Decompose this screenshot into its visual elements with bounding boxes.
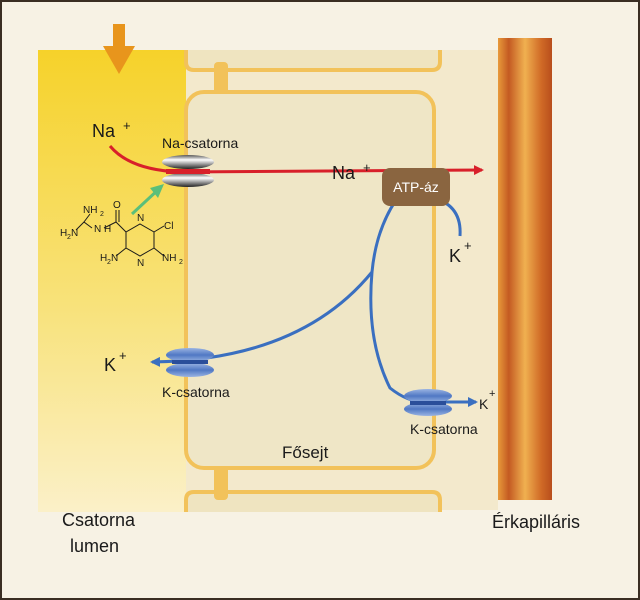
atom-h2n-left-n: N [71, 228, 78, 239]
potassium-label-capillary: K [479, 396, 489, 412]
capillary [498, 38, 552, 500]
atom-nh2-top: NH [83, 205, 97, 216]
potassium-charge-interstitial: + [464, 238, 472, 253]
tight-junction-top [214, 62, 228, 96]
neighbor-cell-top [184, 50, 442, 72]
atom-nh2-bottom-right: NH [162, 253, 176, 264]
k-channel-left-label: K-csatorna [162, 384, 230, 400]
amino-bond-left [115, 247, 127, 257]
atom-n-ring-bottom: N [137, 258, 144, 269]
inhibitor-arrow-head [150, 184, 164, 198]
potassium-charge-capillary: + [489, 388, 495, 400]
atom-n-amide-h: H [104, 224, 111, 235]
atom-chlorine: Cl [164, 221, 173, 232]
atom-oxygen: O [113, 200, 121, 211]
atom-h2n-bottom-sub: 2 [107, 259, 111, 266]
atom-h2n-bottom: H [100, 253, 107, 264]
atom-n-ring-top: N [137, 213, 144, 224]
tight-junction-bottom [214, 464, 228, 500]
neighbor-cell-bottom [184, 490, 442, 512]
potassium-label-lumen: K [104, 355, 116, 375]
atom-h2n-bottom-n: N [111, 253, 118, 264]
atom-n-amide: N [94, 224, 101, 235]
atom-nh2-top-sub: 2 [100, 211, 104, 218]
lumen-label-line2: lumen [70, 536, 119, 556]
k-channel-right-label: K-csatorna [410, 421, 478, 437]
ion-channel-icon [404, 389, 452, 416]
down-arrow-icon [103, 24, 135, 74]
atom-h2n-left: H [60, 228, 67, 239]
amiloride-atom-labels: NH 2 O H 2 N N H N Cl N H 2 N NH 2 [60, 200, 183, 269]
lumen-region [38, 50, 186, 512]
na-channel-label: Na-csatorna [162, 135, 238, 151]
principal-cell [184, 90, 436, 470]
amiloride-molecule [75, 210, 165, 257]
guanidine-bond-left [75, 221, 85, 231]
atpase-label: ATP-áz [393, 179, 439, 195]
amino-bond-right [153, 247, 165, 257]
atom-nh2-bottom-right-sub: 2 [179, 259, 183, 266]
potassium-charge-lumen: + [119, 348, 127, 363]
sodium-charge-lumen: + [123, 118, 131, 133]
atpase-pump [382, 168, 450, 206]
potassium-label-interstitial: K [449, 246, 461, 266]
capillary-label: Érkapilláris [492, 512, 580, 532]
sodium-charge-cell: + [363, 160, 371, 175]
potassium-path-left [150, 199, 398, 367]
ion-channel-icon [166, 348, 214, 377]
sodium-label-lumen: Na [92, 121, 116, 141]
principal-cell-label: Fősejt [282, 443, 329, 462]
ion-channel-icon [162, 155, 214, 187]
atom-h2n-left-sub: 2 [67, 234, 71, 241]
sodium-label-cell: Na [332, 163, 356, 183]
chloro-bond [153, 225, 165, 233]
lumen-label-line1: Csatorna [62, 510, 136, 530]
